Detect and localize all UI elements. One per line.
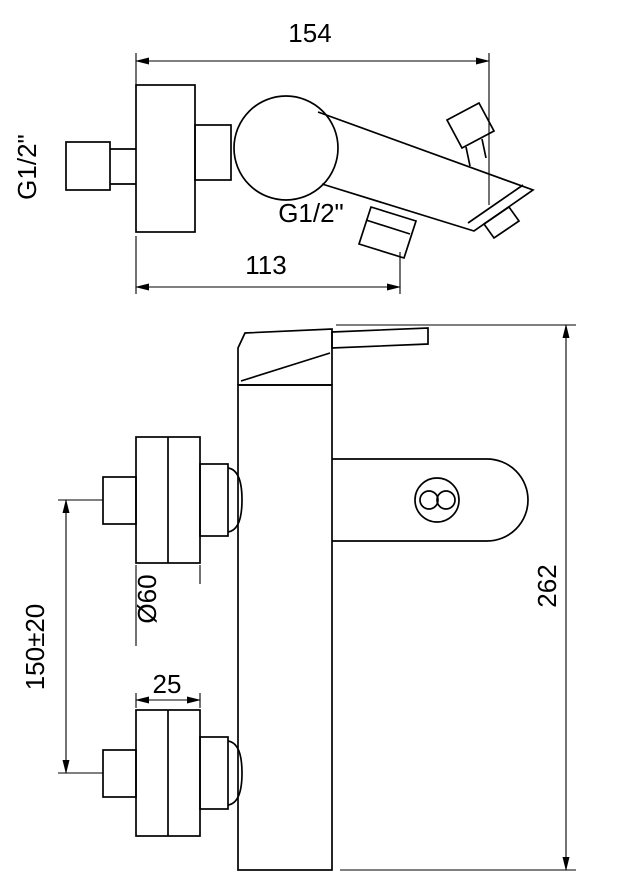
handle-lever bbox=[331, 327, 429, 349]
diverter-plate bbox=[332, 458, 529, 542]
diverter-neck-right bbox=[481, 138, 487, 159]
dim-width-label: 154 bbox=[288, 18, 331, 48]
diverter-knob-detail-right bbox=[436, 490, 456, 510]
adapter-top bbox=[199, 463, 229, 537]
dim-diameter-label: Ø60 bbox=[132, 574, 162, 623]
body-plan bbox=[135, 84, 196, 233]
adapter-top-cap bbox=[227, 467, 243, 533]
body-front bbox=[237, 384, 333, 871]
diverter-knob-front bbox=[414, 477, 460, 523]
dim-reach-label: 113 bbox=[245, 250, 286, 280]
outlet-connector-line bbox=[365, 219, 411, 235]
body-neck bbox=[194, 124, 232, 181]
diverter-knob-plan bbox=[445, 101, 496, 150]
wall-stub-bottom bbox=[102, 749, 137, 798]
diverter-knob-detail-left bbox=[419, 490, 439, 510]
inlet-connector bbox=[65, 141, 111, 191]
adapter-bottom-cap bbox=[227, 740, 243, 806]
spout-end-bracket bbox=[482, 205, 521, 240]
handle-base-edge bbox=[240, 352, 331, 382]
outlet-thread-label: G1/2" bbox=[278, 198, 344, 228]
dim-centers-label: 150±20 bbox=[20, 604, 50, 691]
outlet-connector bbox=[357, 205, 418, 260]
adapter-bottom bbox=[199, 736, 229, 810]
dim-depth-label: 25 bbox=[153, 669, 182, 699]
inlet-thread-label: G1/2" bbox=[12, 134, 42, 200]
dim-height-label: 262 bbox=[532, 564, 562, 607]
front-view: 262 Ø60 150±20 25 bbox=[20, 324, 576, 871]
diverter-neck-left bbox=[465, 146, 471, 167]
top-view: 154 G1/2" G1/2" 113 bbox=[12, 18, 535, 294]
cartridge-circle bbox=[233, 95, 339, 201]
wall-stub-top bbox=[102, 476, 137, 525]
spout-end-step bbox=[467, 184, 524, 224]
